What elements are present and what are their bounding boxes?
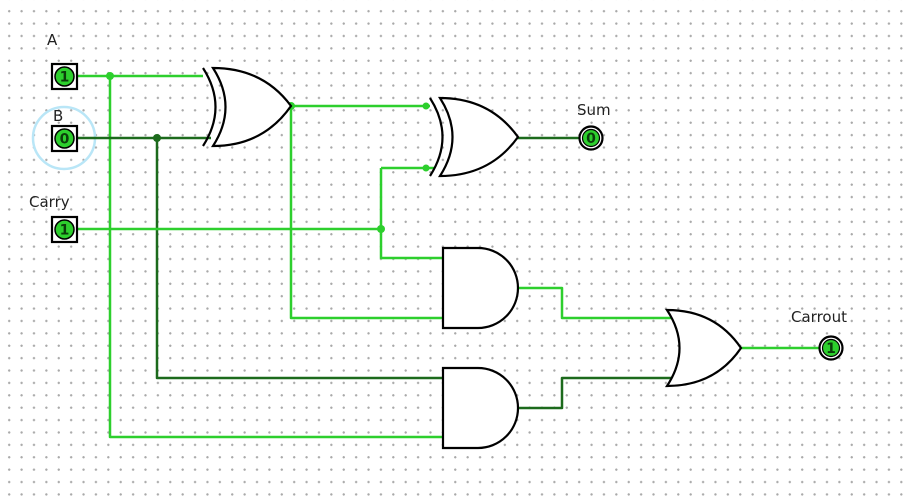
junction-b <box>153 134 161 142</box>
junction-xor2-in2 <box>422 164 430 172</box>
and-gate-1[interactable] <box>441 246 520 330</box>
pin-b-value: 0 <box>60 132 70 148</box>
sum-value: 0 <box>586 131 596 147</box>
label-carry: Carry <box>29 193 70 211</box>
input-pin-a[interactable]: 1 <box>50 62 79 91</box>
wire-and1-out[interactable] <box>516 286 673 320</box>
junction-carry <box>377 225 385 233</box>
junction-xor2-in1 <box>422 102 430 110</box>
xor-gate-2[interactable] <box>429 96 520 178</box>
output-pin-sum[interactable]: 0 <box>578 125 604 151</box>
wire-and2-out[interactable] <box>516 376 673 410</box>
pin-carry-value: 1 <box>60 223 70 239</box>
carrout-value: 1 <box>826 341 836 357</box>
label-b: B <box>53 107 63 125</box>
pin-a-value: 1 <box>60 70 70 86</box>
label-carrout: Carrout <box>791 308 847 326</box>
wire-b-down[interactable] <box>155 138 443 380</box>
output-pin-carrout[interactable]: 1 <box>818 335 844 361</box>
wire-a-down[interactable] <box>108 76 443 439</box>
xor-gate-1[interactable] <box>202 66 293 148</box>
wire-xor1-to-and1[interactable] <box>289 106 443 320</box>
label-a: A <box>47 31 58 49</box>
label-sum: Sum <box>577 101 611 119</box>
junction-a <box>106 72 114 80</box>
wire-carry-up[interactable] <box>379 168 443 260</box>
or-gate[interactable] <box>664 308 743 388</box>
input-pin-b[interactable]: 0 <box>50 124 79 153</box>
and-gate-2[interactable] <box>441 366 520 450</box>
input-pin-carry[interactable]: 1 <box>50 215 79 244</box>
